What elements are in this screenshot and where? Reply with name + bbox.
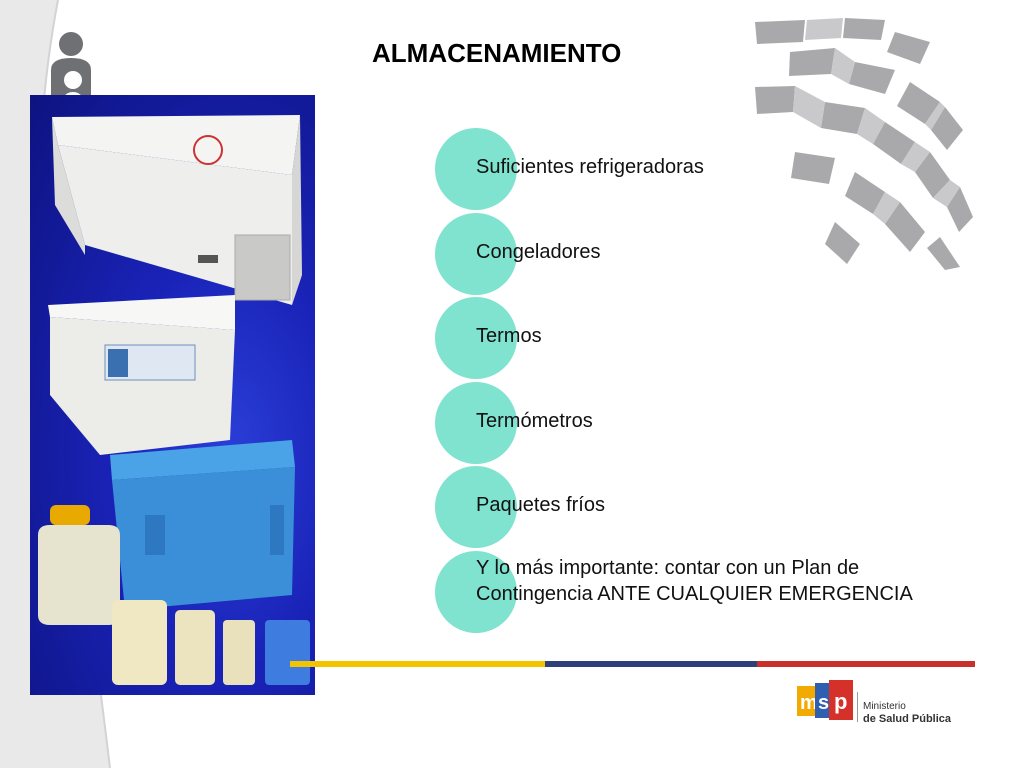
logo-line2: de Salud Pública bbox=[863, 713, 952, 725]
list-item-plan-contingencia: Y lo más importante: contar con un Plan … bbox=[435, 551, 915, 633]
svg-text:m: m bbox=[800, 692, 818, 714]
checker-decoration bbox=[755, 18, 973, 270]
list-item-label: Y lo más importante: contar con un Plan … bbox=[476, 557, 913, 605]
stripe-blue bbox=[545, 661, 757, 667]
list-item-label: Termos bbox=[476, 325, 542, 347]
list-item-termometros: Termómetros bbox=[435, 382, 915, 464]
list-item-termos: Termos bbox=[435, 297, 915, 379]
list-item-paquetes-frios: Paquetes fríos bbox=[435, 466, 915, 548]
msp-logo: m s p bbox=[797, 680, 858, 722]
svg-text:p: p bbox=[834, 689, 847, 714]
svg-text:s: s bbox=[818, 692, 829, 714]
list-item-refrigeradoras: Suficientes refrigeradoras bbox=[435, 128, 915, 210]
list-item-label: Termómetros bbox=[476, 410, 593, 432]
bullet-circle bbox=[435, 128, 517, 210]
bullet-circle bbox=[435, 297, 517, 379]
bullet-circle bbox=[435, 213, 517, 295]
list-item-congeladores: Congeladores bbox=[435, 213, 915, 295]
stripe-yellow bbox=[290, 661, 545, 667]
slide-title: ALMACENAMIENTO bbox=[372, 38, 622, 68]
list-item-label: Congeladores bbox=[476, 241, 601, 263]
bullet-circle bbox=[435, 382, 517, 464]
bullet-circle bbox=[435, 466, 517, 548]
bullet-circle bbox=[435, 551, 517, 633]
logo-line1: Ministerio bbox=[863, 701, 906, 712]
equipment-photo bbox=[30, 95, 315, 695]
stripe-red bbox=[757, 661, 975, 667]
list-item-label: Suficientes refrigeradoras bbox=[476, 156, 704, 178]
list-item-label: Paquetes fríos bbox=[476, 494, 605, 516]
